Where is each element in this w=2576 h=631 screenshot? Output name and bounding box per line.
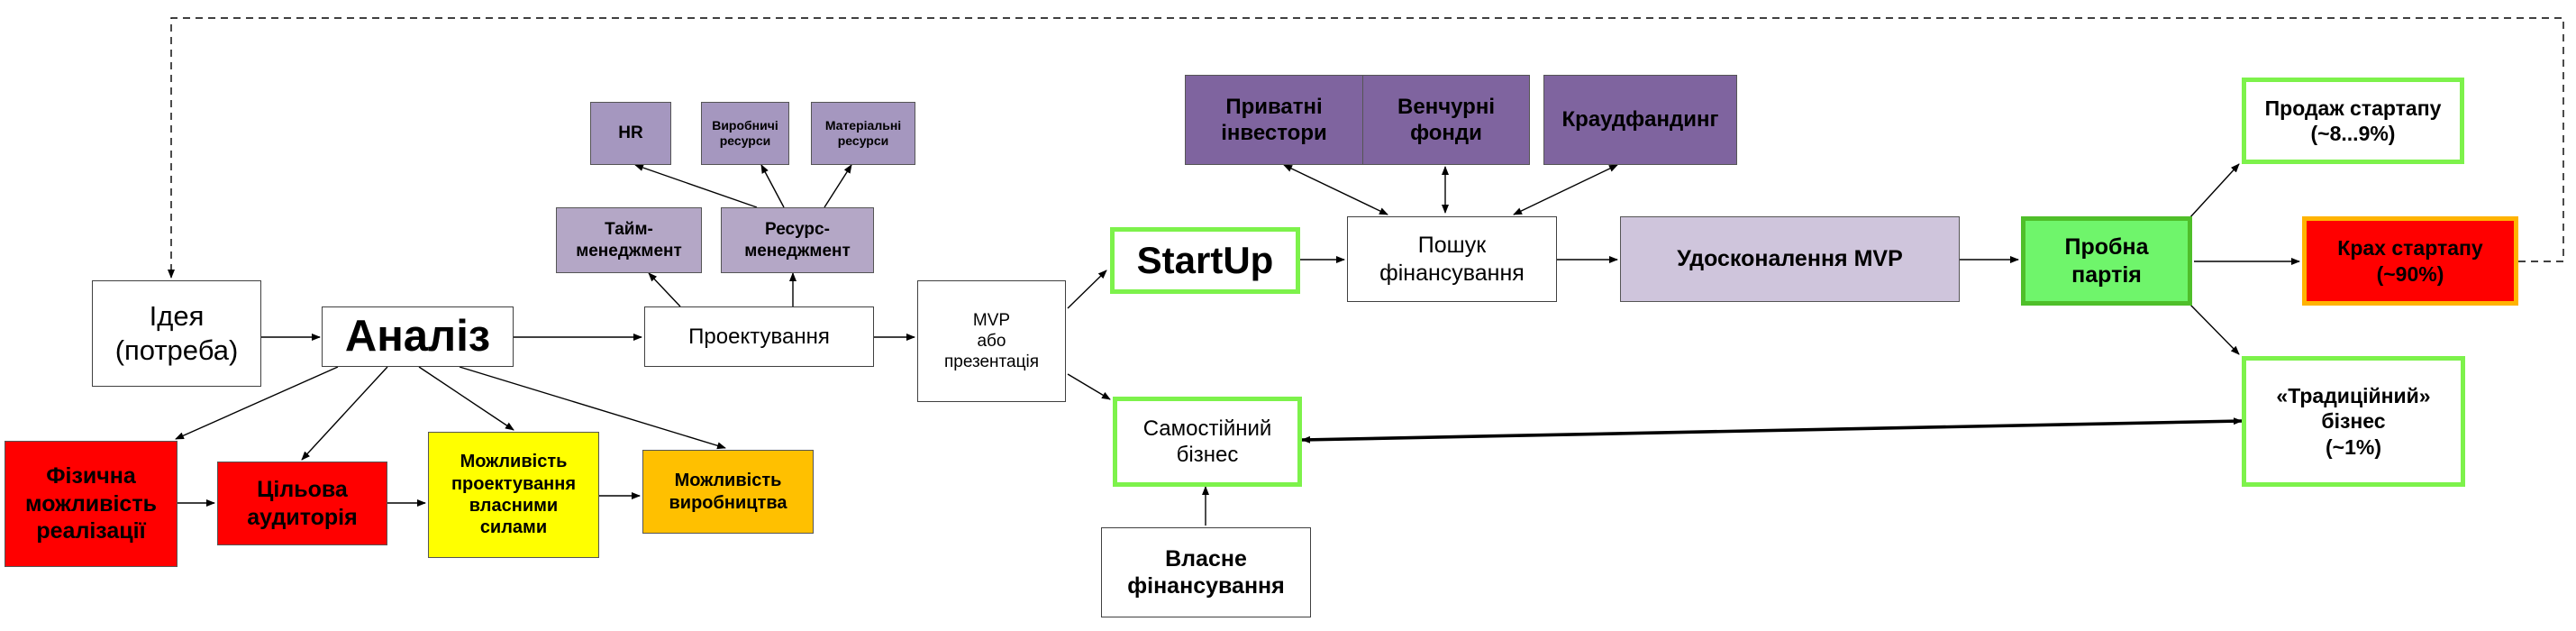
arrow-analysis-owndesign [418,366,514,431]
arrow-analysis-physical [175,366,339,440]
design-label: Проектування [688,324,830,349]
arrow-analysis-audience [301,366,388,461]
target-audience-label: Цільова аудиторія [247,477,358,530]
funding-search-box: Пошук фінансування [1347,216,1557,302]
arrow-resource-hr [634,164,758,208]
own-design-capability-box: Можливість проектування власними силами [428,432,599,558]
independent-business-label: Самостійний бізнес [1142,416,1272,467]
funding-search-label: Пошук фінансування [1379,233,1525,286]
startup-sale-label: Продаж стартапу (~8...9%) [2264,96,2442,145]
crowdfunding-box: Краудфандинг [1543,75,1737,165]
resource-management-box: Ресурс- менеджмент [721,207,874,273]
own-design-capability-label: Можливість проектування власними силами [451,452,577,538]
arrow-trial-traditional [2189,303,2240,355]
own-funding-label: Власне фінансування [1127,545,1285,599]
startup-sale-box: Продаж стартапу (~8...9%) [2242,78,2464,164]
traditional-business-box: «Традиційний» бізнес (~1%) [2242,356,2465,487]
production-capability-box: Можливість виробництва [642,450,814,534]
analysis-label: Аналіз [344,311,491,361]
arrow-resource-material [824,164,852,208]
material-resources-label: Матеріальні ресурси [824,117,902,148]
private-investors-label: Приватні інвестори [1221,94,1327,145]
idea-box: Ідея (потреба) [92,280,261,387]
arrow-crowd-funding [1513,164,1618,215]
arrow-private-funding [1283,164,1388,215]
arrow-design-timemgmt [648,272,681,307]
target-audience-box: Цільова аудиторія [217,462,387,545]
production-resources-box: Виробничі ресурси [701,102,789,165]
private-investors-box: Приватні інвестори [1185,75,1363,165]
hr-box: HR [590,102,671,165]
trial-batch-label: Пробна партія [2064,234,2149,288]
analysis-box: Аналіз [322,306,514,367]
idea-label: Ідея (потреба) [114,300,239,366]
startup-crash-box: Крах стартапу (~90%) [2302,216,2518,306]
mvp-label: MVP або презентація [943,310,1039,372]
arrow-analysis-production [459,366,726,450]
time-management-label: Тайм- менеджмент [576,220,682,261]
physical-feasibility-label: Фізична можливість реалізації [25,463,157,544]
arrow-trial-sale [2189,163,2240,219]
arrow-independent-traditional [1301,417,2243,444]
startup-box: StartUp [1110,227,1300,294]
startup-label: StartUp [1136,239,1274,282]
mvp-box: MVP або презентація [917,280,1066,402]
hr-label: HR [618,123,643,143]
venture-funds-label: Венчурні фонди [1397,94,1495,145]
independent-business-box: Самостійний бізнес [1113,397,1302,487]
arrow-mvp-startup [1067,270,1107,309]
traditional-business-label: «Традиційний» бізнес (~1%) [2276,384,2431,459]
design-box: Проектування [644,306,874,367]
physical-feasibility-box: Фізична можливість реалізації [5,441,177,567]
arrow-resource-production [760,164,785,208]
trial-batch-box: Пробна партія [2021,216,2192,306]
crowdfunding-label: Краудфандинг [1561,107,1719,133]
startup-crash-label: Крах стартапу (~90%) [2337,236,2483,286]
mvp-improvement-label: Удосконалення MVP [1677,246,1903,272]
own-funding-box: Власне фінансування [1101,527,1311,617]
production-resources-label: Виробничі ресурси [712,117,778,148]
production-capability-label: Можливість виробництва [669,471,787,513]
feedback-loop-arrow [168,17,2564,279]
venture-funds-box: Венчурні фонди [1362,75,1530,165]
material-resources-box: Матеріальні ресурси [811,102,915,165]
resource-management-label: Ресурс- менеджмент [744,220,851,261]
time-management-box: Тайм- менеджмент [556,207,702,273]
arrow-mvp-independent [1067,373,1111,400]
mvp-improvement-box: Удосконалення MVP [1620,216,1960,302]
